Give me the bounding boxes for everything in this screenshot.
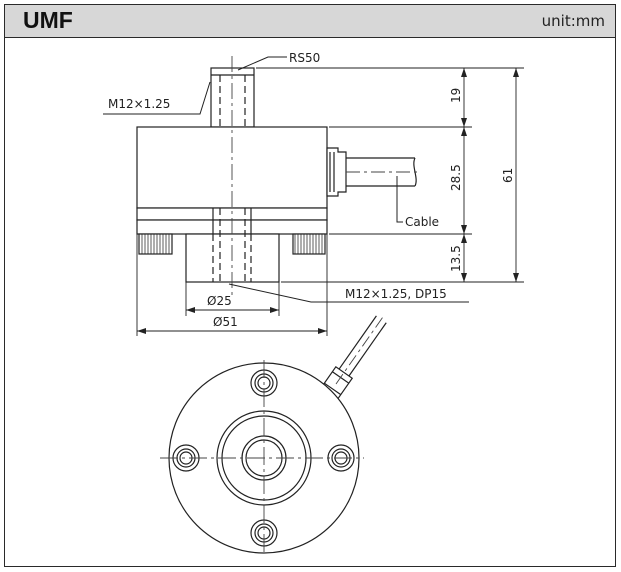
top-view — [160, 314, 387, 556]
vertical-dimensions — [256, 67, 524, 283]
top-cable — [320, 314, 387, 401]
thread-top-label: M12×1.25 — [108, 97, 170, 111]
model-title: UMF — [23, 7, 73, 33]
thread-bottom-label: M12×1.25, DP15 — [345, 287, 447, 301]
cable-label: Cable — [405, 215, 439, 229]
side-view — [136, 56, 420, 298]
title-bar: UMF unit:mm — [5, 5, 615, 38]
dia-inner-label: Ø25 — [207, 294, 232, 308]
top-stud — [210, 67, 255, 128]
dia-outer-label: Ø51 — [213, 315, 238, 329]
bottom-hub — [185, 233, 280, 283]
cable-gland — [326, 147, 347, 197]
dim-13-5: 13.5 — [449, 245, 463, 272]
rs-label: RS50 — [289, 51, 320, 65]
left-screw-head — [138, 233, 173, 255]
callouts — [103, 56, 469, 303]
dim-19: 19 — [449, 88, 463, 103]
dim-61: 61 — [501, 168, 515, 183]
dim-28-5: 28.5 — [449, 164, 463, 191]
unit-label: unit:mm — [541, 12, 605, 30]
horizontal-dimensions — [136, 234, 328, 336]
right-screw-head — [292, 233, 326, 255]
